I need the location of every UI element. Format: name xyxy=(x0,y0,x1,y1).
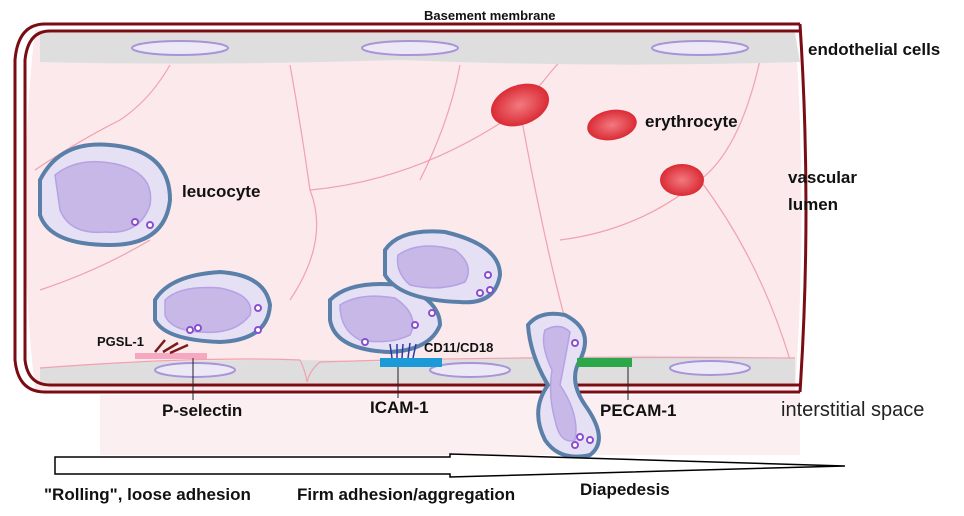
label-vascular: vascular xyxy=(788,168,857,187)
top-endothelial-nuclei xyxy=(131,40,749,56)
vessel-wall xyxy=(13,22,808,394)
icam1-molecule xyxy=(380,358,442,367)
erythrocyte xyxy=(660,164,704,196)
label-pecam1: PECAM-1 xyxy=(600,401,677,420)
interstitial-space-area xyxy=(100,395,800,455)
label-interstitial-space: interstitial space xyxy=(781,399,925,421)
label-endothelial-cells: endothelial cells xyxy=(808,40,941,59)
pgsl1-ligands xyxy=(154,339,189,355)
label-basement-membrane: Basement membrane xyxy=(424,8,556,23)
erythrocyte xyxy=(490,83,550,127)
stage-rolling: "Rolling", loose adhesion xyxy=(44,485,251,504)
label-icam1: ICAM-1 xyxy=(370,398,429,417)
pecam1-molecule xyxy=(577,358,632,367)
label-cd11-cd18: CD11/CD18 xyxy=(424,340,494,355)
p-selectin-molecule xyxy=(135,353,207,359)
label-lumen: lumen xyxy=(788,195,839,214)
leucocyte-granules xyxy=(131,218,594,449)
stage-diapedesis: Diapedesis xyxy=(580,480,670,499)
label-p-selectin: P-selectin xyxy=(162,401,243,420)
label-leucocyte: leucocyte xyxy=(182,182,261,201)
leucocyte-nuclei xyxy=(54,160,577,442)
erythrocyte xyxy=(587,109,637,141)
process-arrow xyxy=(54,453,846,478)
cd11-cd18-integrins xyxy=(389,342,417,359)
label-erythrocyte: erythrocyte xyxy=(645,112,738,131)
bottom-endothelial-nuclei xyxy=(154,360,751,378)
stage-firm-adhesion: Firm adhesion/aggregation xyxy=(297,485,516,504)
erythrocytes xyxy=(490,83,704,196)
label-pgsl1: PGSL-1 xyxy=(97,334,144,349)
